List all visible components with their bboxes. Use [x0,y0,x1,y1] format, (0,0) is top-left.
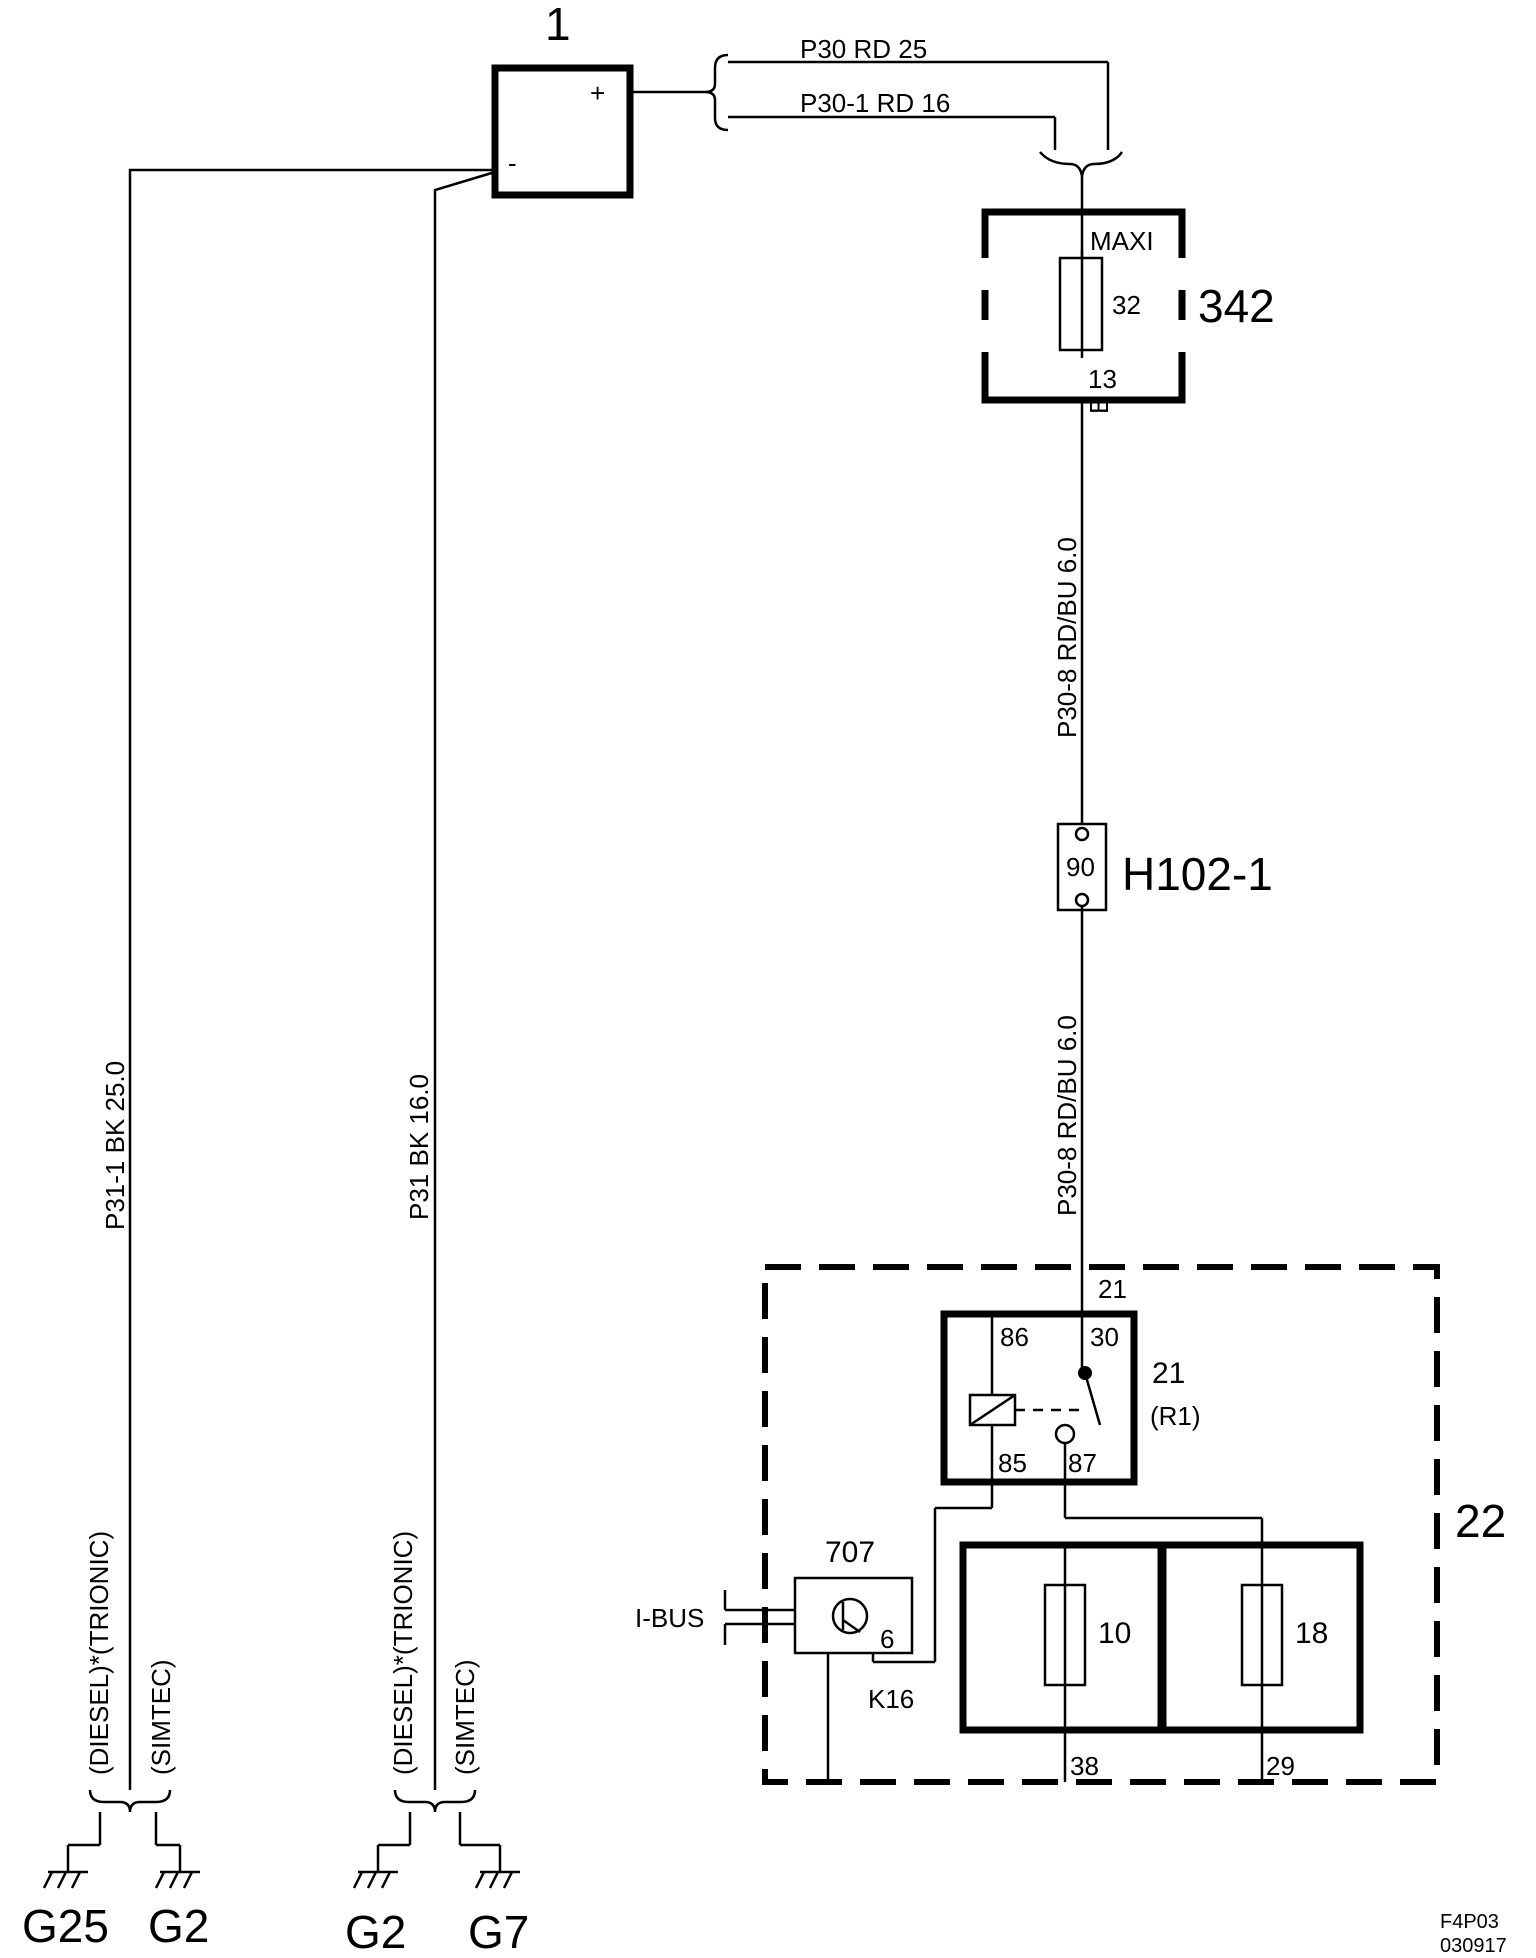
wire-p30-1-label: P30-1 RD 16 [800,88,950,118]
wire-p31-1-label: P31-1 BK 25.0 [100,1061,130,1230]
maxi-box-number: 342 [1198,280,1275,332]
connector-pin-bottom [1074,892,1090,908]
ground-split-left [66,1789,182,1872]
fuse-relay-box: 22 21 86 30 85 87 21 (R1) [635,1264,1506,1785]
fuse-relay-box-outline [762,1264,1440,1785]
module-pin-6: 6 [880,1624,894,1654]
wire-p30-label: P30 RD 25 [800,34,927,64]
maxi-fuse-number: 32 [1112,290,1141,320]
maxi-pin-13: 13 [1088,364,1117,394]
footer-code: F4P03 [1440,1911,1499,1933]
relay-pin-85: 85 [998,1448,1027,1478]
variant-diesel-trionic-right: (DIESEL)*(TRIONIC) [388,1531,418,1775]
relay-pin-86: 86 [1000,1322,1029,1352]
battery-plus: + [590,78,605,108]
fuse-18-number: 18 [1295,1617,1328,1650]
battery-box [491,64,634,199]
wire-p31-label: P31 BK 16.0 [404,1074,434,1220]
wire-p31 [433,170,496,1790]
fuse-10-pin: 38 [1070,1751,1099,1781]
relay-switch-arm [1083,1372,1102,1426]
relay-body [940,1310,1138,1486]
relay-number: 21 [1152,1357,1185,1390]
fuse-10-number: 10 [1098,1617,1131,1650]
relay-pin-87: 87 [1068,1448,1097,1478]
ground-label-g2-right: G2 [345,1906,406,1958]
battery: 1 + - [491,0,634,199]
connector-pin-90: 90 [1066,852,1095,882]
maxi-label: MAXI [1090,226,1154,256]
module-number: 707 [825,1536,875,1569]
variant-diesel-trionic-left: (DIESEL)*(TRIONIC) [84,1531,114,1775]
connector-number: H102-1 [1122,848,1273,900]
wire-p31-1 [128,168,495,1790]
relay-pin-30: 30 [1090,1322,1119,1352]
maxi-fuse-box: MAXI 32 13 342 [981,208,1275,404]
relay-21: 86 30 85 87 21 (R1) [940,1310,1201,1486]
module-transistor-icon [831,1597,869,1635]
box-entry-pin-21: 21 [1098,1274,1127,1304]
ground-split-right [376,1789,502,1872]
fuse-18-pin: 29 [1266,1751,1295,1781]
maxi-pin-side: B [1084,397,1114,414]
footer-date: 030917 [1440,1935,1507,1957]
connector-h102-1: 90 H102-1 [1056,822,1273,912]
battery-number: 1 [545,0,571,50]
battery-minus: - [508,148,517,178]
module-pin-label: K16 [868,1684,914,1714]
relay-contact-87 [1054,1423,1076,1445]
ground-label-g2-left: G2 [148,1900,209,1952]
connector-pin-top [1074,826,1090,842]
ibus-label: I-BUS [635,1603,704,1633]
battery-plus-brace [704,53,729,132]
relay-sub-label: (R1) [1150,1401,1201,1431]
ground-icon-g7 [474,1870,520,1889]
wire-p30-8-lower-label: P30-8 RD/BU 6.0 [1052,1015,1082,1216]
ground-label-g25: G25 [22,1900,109,1952]
ground-label-g7: G7 [468,1906,529,1958]
ground-icon-g2-left [154,1870,200,1889]
wire-p30-8-upper-label: P30-8 RD/BU 6.0 [1052,537,1082,738]
module-707: 707 6 K16 [793,1536,914,1782]
feed-merge-brace [1039,151,1124,177]
variant-simtec-left: (SIMTEC) [146,1659,176,1775]
ground-icon-g2-right [352,1870,398,1889]
variant-simtec-right: (SIMTEC) [450,1659,480,1775]
fuse-relay-box-number: 22 [1455,1495,1506,1547]
ground-icon-g25 [42,1870,88,1889]
